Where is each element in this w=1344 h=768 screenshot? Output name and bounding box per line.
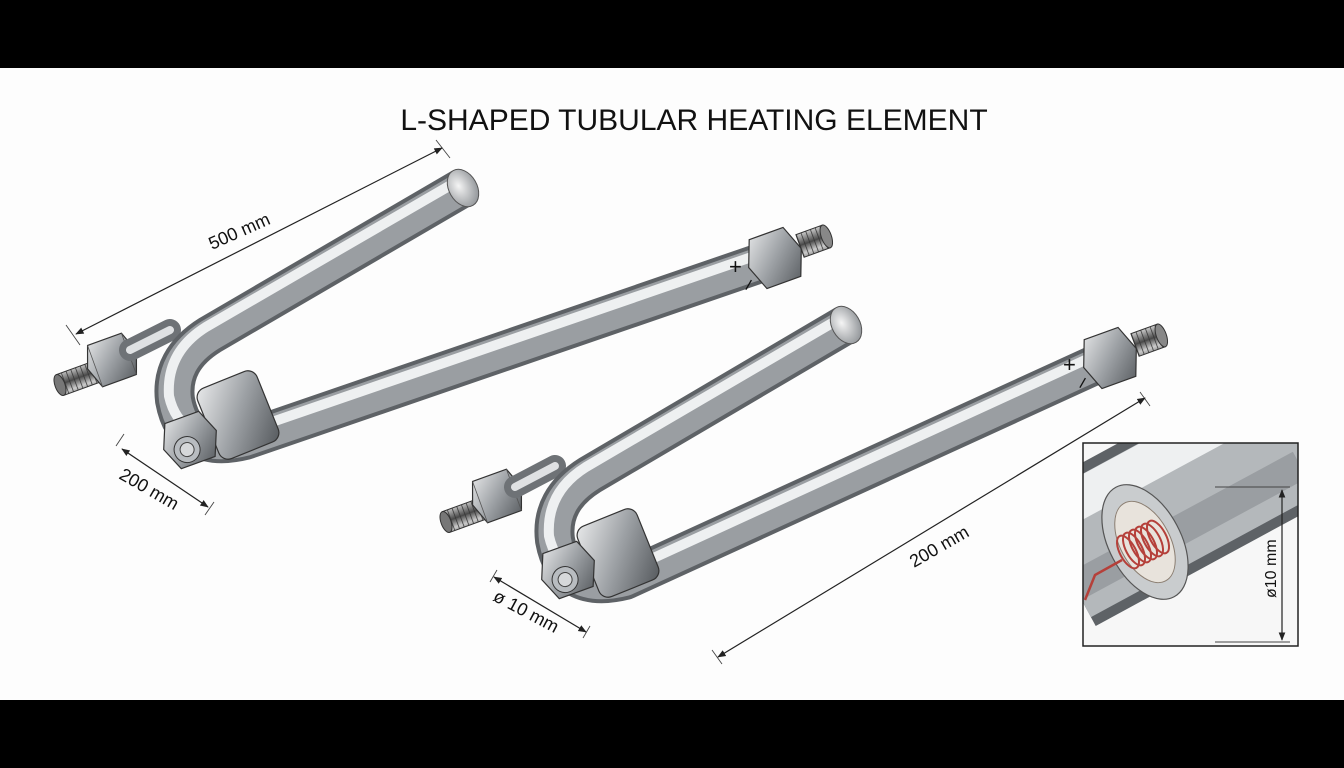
upper-terminal-stud — [795, 224, 834, 258]
letterbox-bottom — [0, 700, 1344, 768]
dimension-diameter-detail-label: ø10 mm — [1263, 539, 1280, 598]
letterbox-top — [0, 0, 1344, 68]
upper-heating-element: + – — [53, 168, 834, 470]
lower-terminal-stud — [1130, 323, 1169, 357]
diagram-title: L-SHAPED TUBULAR HEATING ELEMENT — [400, 104, 987, 137]
lower-terminal-nut — [1083, 326, 1137, 390]
lower-plus-mark: + — [1063, 352, 1076, 377]
upper-plus-mark: + — [729, 254, 742, 279]
upper-tube-end-cap — [446, 168, 480, 208]
lower-tube-end-cap — [829, 305, 863, 345]
detail-heating-coil — [1083, 519, 1171, 601]
cross-section-detail: ø10 mm — [1082, 442, 1299, 647]
upper-terminal-nut — [748, 226, 802, 290]
lower-heating-element: + – — [439, 305, 1169, 604]
